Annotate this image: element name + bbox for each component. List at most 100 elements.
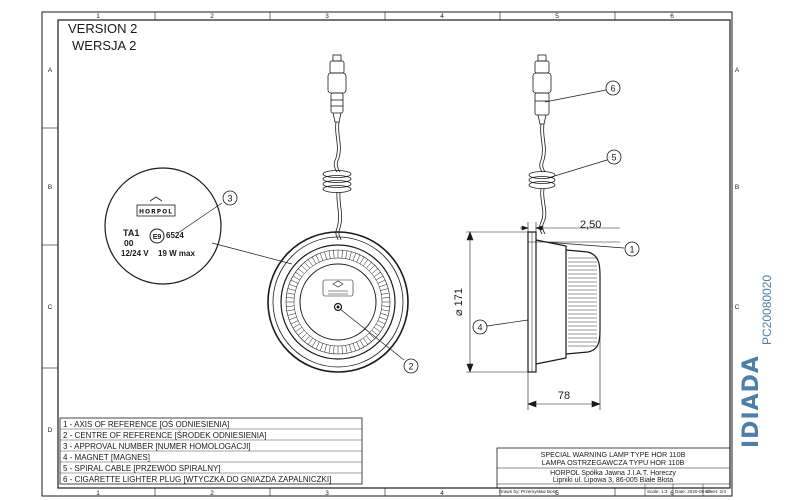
dome-ribs <box>568 257 597 347</box>
row-label: B <box>48 184 52 191</box>
col-label: 3 <box>325 13 329 20</box>
lens-rib <box>333 345 335 354</box>
lens-rib <box>319 343 324 351</box>
col-label: 5 <box>555 13 559 20</box>
row-label: C <box>735 304 740 311</box>
lens-rib <box>363 259 369 267</box>
col-label: 6 <box>670 490 674 497</box>
approval-number: 6524 <box>166 231 184 240</box>
e-mark: E9 <box>153 234 162 241</box>
callout-leaders <box>339 89 625 361</box>
lens-rib <box>375 323 384 329</box>
lens-rib <box>304 262 310 269</box>
lens-rib <box>352 343 357 351</box>
lens-rib <box>333 250 335 259</box>
col-label: 6 <box>670 13 674 20</box>
callout-5: 5 <box>611 153 616 163</box>
title-en: SPECIAL WARNING LAMP TYPE HOR 110B <box>541 450 686 459</box>
label-detail: HORPOL TA1 00 E9 6524 12/24 V 19 W max <box>104 167 293 285</box>
lens-rib <box>375 275 384 281</box>
callout-5-circle <box>606 149 622 165</box>
lens-rib <box>324 251 327 260</box>
col-label: 3 <box>325 490 329 497</box>
callout-4: 4 <box>477 323 482 333</box>
lens-rib <box>352 253 357 261</box>
callout-6: 6 <box>610 84 615 94</box>
lens-rib <box>379 316 387 321</box>
lens-rib <box>286 292 295 295</box>
lens-rib <box>311 339 317 348</box>
lens-rib <box>315 341 320 350</box>
lens-rib <box>373 271 381 277</box>
lens-rib <box>356 254 361 263</box>
lens-rib <box>286 297 295 299</box>
lens-rib <box>373 327 381 333</box>
cable-front-2 <box>336 121 341 173</box>
callout-6-circle <box>605 80 621 96</box>
lens-rib <box>371 268 378 274</box>
lens-rib <box>290 279 299 284</box>
lens-rib <box>377 279 386 284</box>
drawing-frame <box>41 11 733 497</box>
lamp-housing-side <box>535 239 567 365</box>
lens-rib <box>298 330 305 336</box>
scale: Scale: 1:3 <box>647 489 668 494</box>
lens-rib <box>328 345 331 354</box>
legend-table: 1 - AXIS OF REFERENCE [OŚ ODNIESIENIA] 2… <box>59 417 363 485</box>
legend-item: 4 - MAGNET [MAGNES] <box>63 453 150 462</box>
lens-rib <box>341 250 343 259</box>
version-label-pl: WERSJA 2 <box>72 38 136 53</box>
front-view <box>267 54 409 373</box>
voltage-rating: 12/24 V <box>121 249 149 258</box>
lighter-plug-front <box>327 54 347 123</box>
lens-rib <box>368 332 375 339</box>
lens-rib <box>301 332 308 339</box>
type-code: TA1 <box>123 228 139 238</box>
col-label: 1 <box>96 13 100 20</box>
horpol-logo: HORPOL <box>136 196 176 217</box>
dimension-diameter: ⌀ 171 <box>453 288 465 316</box>
centre-of-reference <box>333 302 343 312</box>
lighter-plug-side <box>532 54 552 125</box>
lens-rib <box>295 327 303 333</box>
e-mark-circle <box>149 228 165 244</box>
lens-rib <box>307 259 313 267</box>
legend-item: 2 - CENTRE OF REFERENCE [ŚRODEK ODNIESIE… <box>63 431 267 440</box>
callout-3: 3 <box>227 194 232 204</box>
lens-rib <box>286 305 295 307</box>
label-detail-circle <box>104 167 222 285</box>
lens-rib <box>287 313 296 316</box>
lens-rib <box>298 268 305 274</box>
lens-rib <box>371 330 378 336</box>
lamp-outer-ring <box>267 231 409 373</box>
lamp-dome-side <box>565 249 601 355</box>
version-label: VERSION 2 <box>68 21 137 36</box>
lens-rib <box>345 250 348 259</box>
spiral-cable-side <box>528 171 556 189</box>
row-label: C <box>48 304 53 311</box>
cable-front <box>333 121 338 173</box>
lens-rib <box>341 345 343 354</box>
side-watermark: IDIADA PC20080020 <box>739 275 774 448</box>
lens-rib <box>290 320 299 325</box>
col-label: 4 <box>440 13 444 20</box>
company-name: HORPOL Spółka Jawna J.I.A.T. Horeczy <box>550 470 676 477</box>
col-label: 5 <box>555 490 559 497</box>
zone-labels: 1 2 3 4 5 6 1 2 3 4 5 6 A B C D A B C <box>48 13 740 497</box>
lens-rib <box>381 305 390 307</box>
lens-rib <box>380 288 389 291</box>
sheet-number: Sheet: 2/4 <box>705 489 726 494</box>
col-label: 2 <box>210 13 214 20</box>
lens-rib <box>368 265 375 272</box>
dimension-thickness: 2,50 <box>580 219 601 231</box>
lens-rib <box>359 256 365 265</box>
watermark-brand: IDIADA <box>739 355 764 448</box>
side-view <box>527 54 620 373</box>
brand-name: HORPOL <box>139 209 173 216</box>
legend-item: 1 - AXIS OF REFERENCE [OŚ ODNIESIENIA] <box>63 420 229 429</box>
lens-rib <box>381 309 390 312</box>
title-block: SPECIAL WARNING LAMP TYPE HOR 110B LAMPA… <box>496 447 731 496</box>
zone-grid <box>42 12 616 496</box>
dimension-lines <box>466 222 620 410</box>
